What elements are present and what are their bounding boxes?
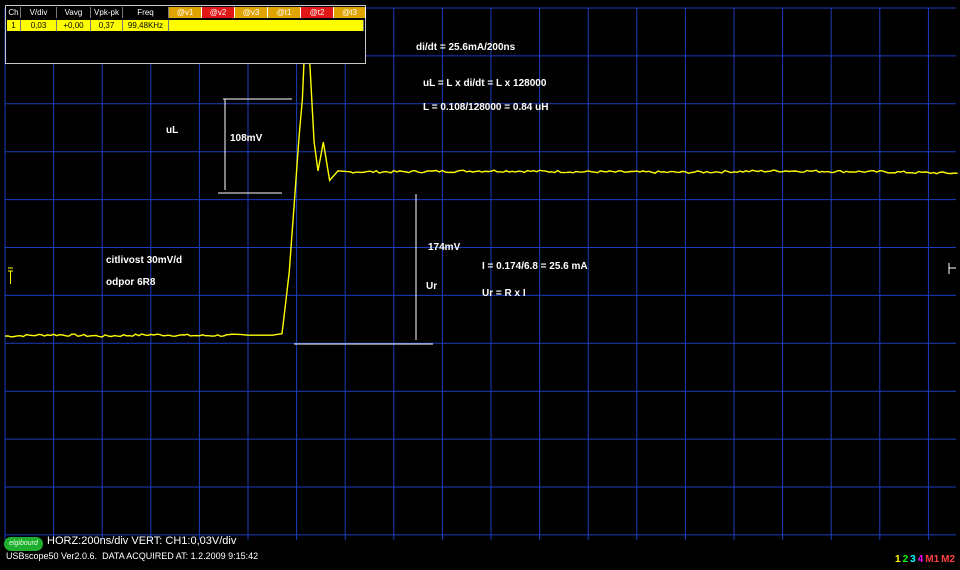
marker-button-v3[interactable]: @v3 [235,7,268,18]
channel-badge-m2[interactable]: M2 [941,554,956,565]
channel-badge-m1[interactable]: M1 [925,554,940,565]
ur-label: Ur [426,281,438,292]
status-line: USBscope50 Ver2.0.6. DATA ACQUIRED AT: 1… [6,551,258,562]
marker-button-t1[interactable]: @t1 [268,7,301,18]
ground-marker-icon[interactable] [8,267,13,284]
data-acquired-time: 1.2.2009 9:15:42 [190,551,259,561]
cell-vdiv: 0,03 [21,20,57,31]
mv108-label: 108mV [230,133,263,144]
ur-formula-annotation: Ur = R x I [482,288,526,299]
trigger-marker-icon[interactable] [948,263,956,274]
marker-button-t2[interactable]: @t2 [301,7,334,18]
cell-freq: 99,48KHz [123,20,169,31]
mv174-label: 174mV [428,242,461,253]
cell-vpkpk: 0,37 [91,20,123,31]
panel-header: Ch V/div Vavg Vpk-pk Freq @v1 @v2 @v3 @t… [7,7,366,18]
measurement-panel: Ch V/div Vavg Vpk-pk Freq @v1 @v2 @v3 @t… [5,5,366,64]
channel-badge-3[interactable]: 3 [910,554,916,565]
measurement-markers [218,98,433,345]
marker-button-v2[interactable]: @v2 [202,7,235,18]
ul-label: uL [166,125,179,136]
ul-formula-annotation: uL = L x di/dt = L x 128000 [423,78,547,89]
sensitivity-label: citlivost 30mV/d [106,255,183,266]
timebase-settings-text: HORZ:200ns/div VERT: CH1:0,03V/div [47,535,237,547]
marker-button-v1[interactable]: @v1 [169,7,202,18]
header-vdiv: V/div [21,7,57,18]
cell-ch: 1 [7,20,21,31]
channel-1-trace [4,7,958,338]
channel-badge-1[interactable]: 1 [895,554,901,565]
cell-vavg: +0,00 [57,20,91,31]
grid [4,7,956,540]
elgibourd-logo: elgibourd [4,537,43,551]
version-text: USBscope50 Ver2.0.6. [6,551,98,561]
resistor-label: odpor 6R8 [106,277,156,288]
l-result-annotation: L = 0.108/128000 = 0.84 uH [423,102,549,113]
channel-badges: 1 2 3 4 M1 M2 [894,554,956,566]
channel-1-row[interactable]: 1 0,03 +0,00 0,37 99,48KHz [7,20,364,31]
channel-badge-4[interactable]: 4 [917,554,924,565]
current-annotation: I = 0.174/6.8 = 25.6 mA [482,261,588,272]
channel-badge-2[interactable]: 2 [902,554,909,565]
header-ch: Ch [7,7,21,18]
header-vpkpk: Vpk-pk [91,7,123,18]
didt-annotation: di/dt = 25.6mA/200ns [416,42,516,53]
data-acquired-label: DATA ACQUIRED AT: [102,551,189,561]
cell-marker-values [169,20,364,31]
header-vavg: Vavg [57,7,91,18]
header-freq: Freq [123,7,169,18]
marker-button-t3[interactable]: @t3 [334,7,366,18]
